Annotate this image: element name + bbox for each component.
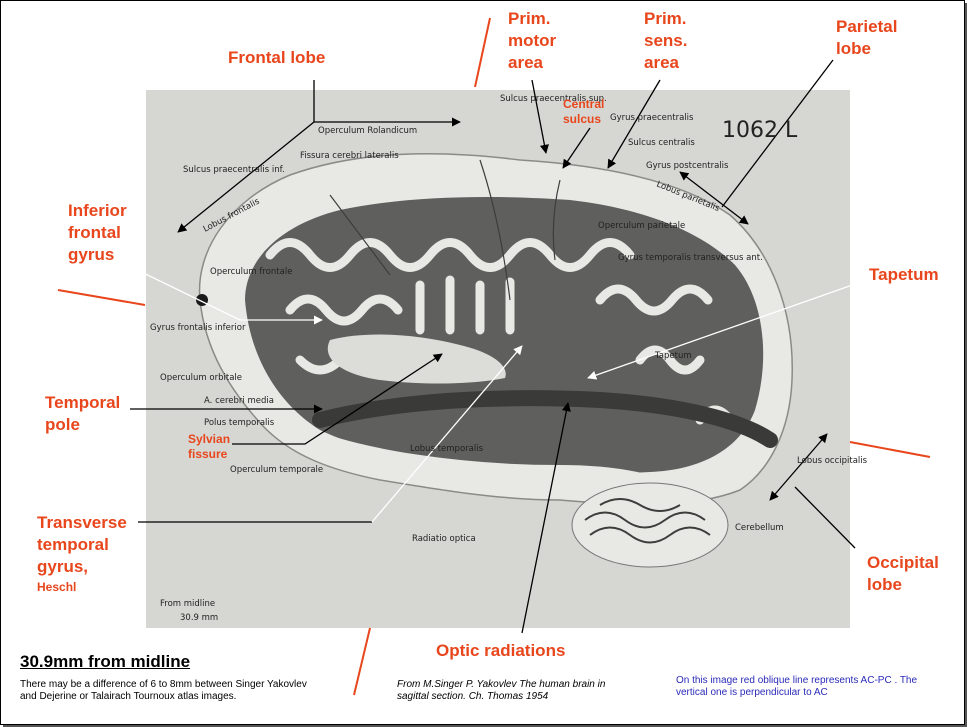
brain-section: [196, 153, 793, 568]
sylvian-fissure-pointer: [232, 353, 443, 445]
acpc-line-vertical-top: [474, 17, 491, 88]
atlas-gyrus-precentralis: Gyrus praecentralis: [610, 113, 694, 123]
acpc-lines: [57, 17, 931, 696]
prim-sens-pointer: [607, 79, 661, 169]
atlas-lobus-temporalis: Lobus temporalis: [410, 444, 484, 454]
atlas-sulcus-centralis: Sulcus centralis: [628, 138, 695, 148]
atlas-operculum-parietale: Operculum parietale: [598, 221, 685, 231]
atlas-operculum-orbitale: Operculum orbitale: [160, 373, 242, 383]
label-sylvian-fissure: Sylvian fissure: [188, 432, 231, 461]
atlas-sulcus-precentralis-sup: Sulcus praecentralis sup.: [500, 94, 607, 104]
label-optic-radiations: Optic radiations: [436, 641, 566, 660]
atlas-a-cerebri-media: A. cerebri media: [204, 396, 274, 406]
atlas-gyrus-postcentralis: Gyrus postcentralis: [646, 161, 729, 171]
atlas-from-midline: From midline: [160, 599, 215, 609]
leader-lines-white: [126, 264, 859, 523]
central-sulcus-pointer: [562, 127, 591, 169]
label-tapetum: Tapetum: [869, 265, 939, 284]
atlas-difference-note: There may be a difference of 6 to 8mm be…: [20, 679, 307, 702]
leader-lines-black: [130, 59, 856, 634]
transverse-temporal-white: [371, 345, 523, 523]
label-parietal-lobe: Parietal lobe: [836, 17, 898, 58]
acpc-line-vertical-bottom: [353, 627, 371, 696]
prim-motor-pointer: [531, 79, 549, 154]
label-temporal-pole: Temporal pole: [45, 393, 121, 434]
label-occipital-lobe: Occipital lobe: [867, 553, 939, 594]
tapetum-pointer: [587, 282, 859, 380]
label-prim-sens-area: Prim. sens. area: [644, 9, 688, 72]
atlas-distance: 30.9 mm: [180, 613, 218, 623]
atlas-gyrus-frontalis-inferior: Gyrus frontalis inferior: [150, 323, 246, 333]
acpc-note: On this image red oblique line represent…: [676, 675, 918, 698]
specimen-id: 1062 L: [722, 118, 798, 143]
label-transverse-temporal-gyrus: Transverse temporal gyrus,: [37, 513, 127, 576]
source-citation: From M.Singer P. Yakovlev The human brai…: [397, 679, 606, 702]
occipital-span: [769, 433, 828, 501]
cerebellum: [571, 482, 729, 568]
atlas-radiatio-optica: Radiatio optica: [412, 534, 476, 544]
acpc-line-oblique-right: [849, 441, 931, 458]
inferior-frontal-pointer: [126, 264, 323, 325]
section-title: 30.9mm from midline: [20, 652, 191, 671]
label-heschl: Heschl: [37, 580, 77, 594]
acpc-line-oblique-left: [57, 289, 146, 306]
label-central-sulcus: Central sulcus: [563, 97, 605, 126]
optic-radiations-pointer: [521, 402, 571, 634]
sulci-lines: [329, 159, 561, 301]
label-frontal-lobe: Frontal lobe: [228, 48, 326, 67]
atlas-fissura-lateralis: Fissura cerebri lateralis: [300, 151, 399, 161]
atlas-operculum-temporale: Operculum temporale: [230, 465, 323, 475]
atlas-lobus-occipitalis: Lobus occipitalis: [797, 456, 868, 466]
atlas-operculum-rolandicum: Operculum Rolandicum: [318, 126, 417, 136]
atlas-sulcus-precentralis-inf: Sulcus praecentralis inf.: [183, 165, 285, 175]
atlas-operculum-frontale: Operculum frontale: [210, 267, 292, 277]
atlas-polus-temporalis: Polus temporalis: [204, 418, 275, 428]
temporal-lobe: [298, 425, 693, 500]
atlas-gyrus-temporalis-transversus: Gyrus temporalis transversus ant.: [618, 253, 763, 263]
label-inferior-frontal-gyrus: Inferior frontal gyrus: [68, 201, 127, 264]
atlas-tapetum: Tapetum: [654, 351, 692, 361]
atlas-cerebellum: Cerebellum: [735, 523, 784, 533]
frontal-lobe-arrow-left: [177, 121, 315, 233]
insula-region: [327, 334, 506, 384]
optic-radiation-band: [312, 390, 778, 448]
parietal-lobe-span: [679, 171, 749, 225]
label-prim-motor-area: Prim. motor area: [508, 9, 557, 72]
cerebellum-folia: [584, 498, 711, 544]
